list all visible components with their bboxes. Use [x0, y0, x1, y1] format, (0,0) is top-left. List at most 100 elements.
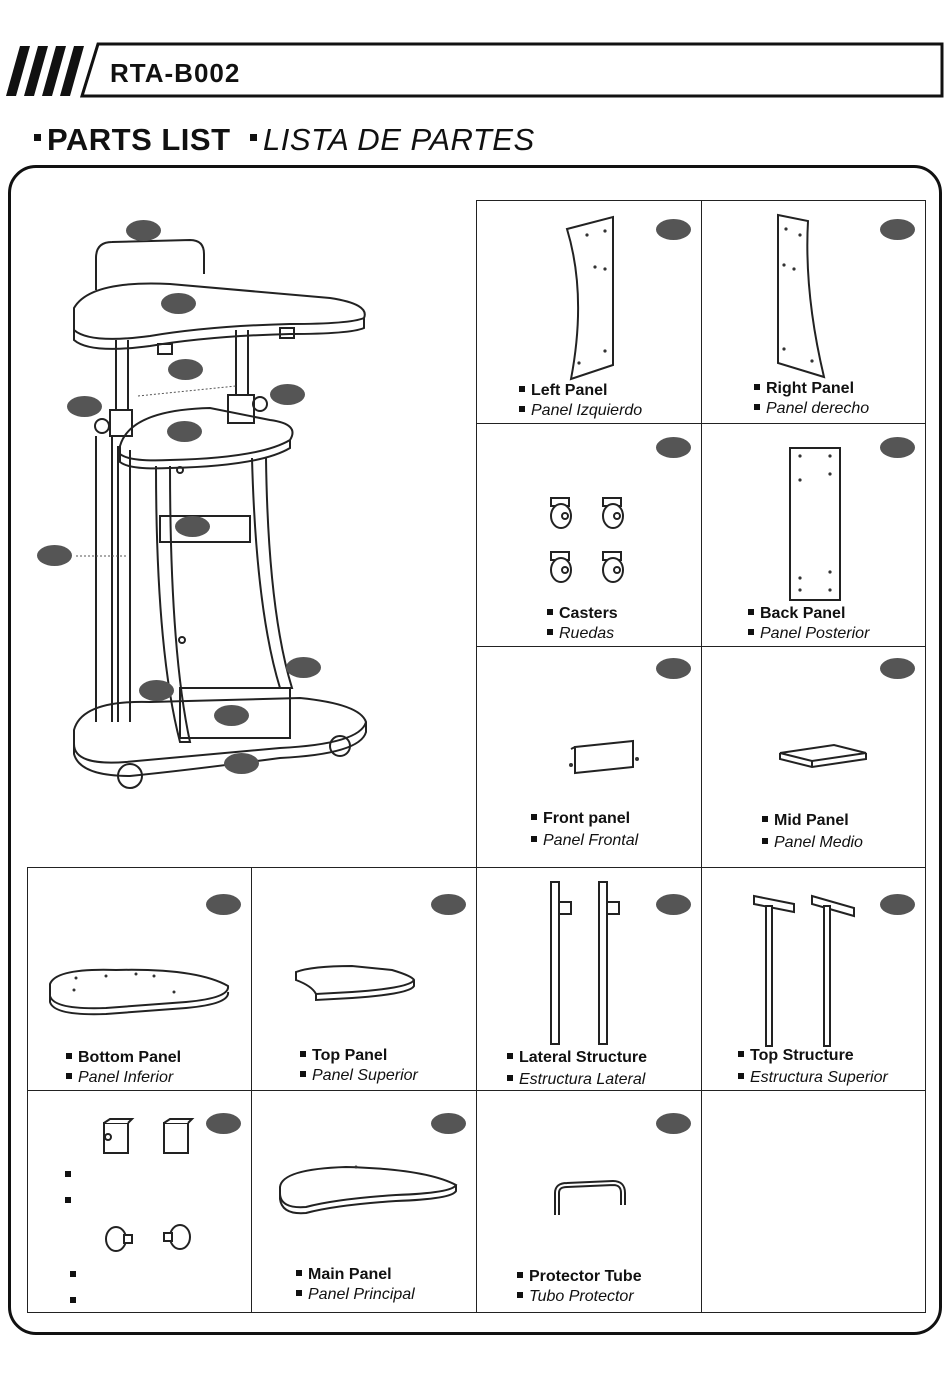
bullet-icon — [748, 628, 754, 635]
part-label: Bottom Panel Panel Inferior — [66, 1048, 181, 1088]
part-cell-casters: Casters Ruedas — [476, 423, 702, 647]
assembly-marker — [224, 753, 259, 774]
assembly-marker — [67, 396, 102, 417]
part-cell-protector-tube: Protector Tube Tubo Protector — [476, 1090, 702, 1313]
part-name-es: Panel Superior — [312, 1067, 418, 1084]
parts-list-title-text: PARTS LIST — [47, 122, 231, 157]
part-name-es: Panel derecho — [766, 400, 870, 417]
lista-de-partes-title-text: LISTA DE PARTES — [263, 122, 535, 157]
part-name-es: Panel Principal — [308, 1286, 415, 1303]
part-marker — [656, 219, 691, 240]
bullet-icon — [738, 1050, 744, 1057]
bullet-icon — [531, 813, 537, 820]
back-panel-icon — [789, 447, 841, 601]
bullet-icon — [762, 837, 768, 844]
bullet-icon — [70, 1271, 76, 1277]
assembly-marker — [168, 359, 203, 380]
front-panel-icon — [569, 739, 639, 775]
part-name-en: Lateral Structure — [519, 1049, 648, 1066]
bullet-icon — [547, 608, 553, 615]
bullet-icon — [250, 134, 257, 142]
part-name-en: Main Panel — [308, 1266, 392, 1283]
part-cell-hardware — [27, 1090, 252, 1313]
part-label: Back Panel Panel Posterior — [748, 604, 869, 644]
bullet-icon — [300, 1070, 306, 1077]
part-marker — [880, 437, 915, 458]
bullet-icon — [65, 1171, 71, 1177]
part-name-es: Panel Medio — [774, 834, 863, 851]
assembly-marker — [126, 220, 161, 241]
part-label: Front panel Panel Frontal — [531, 809, 638, 851]
bullet-icon — [531, 835, 537, 842]
part-cell-back-panel: Back Panel Panel Posterior — [701, 423, 926, 647]
part-label: Top Panel Panel Superior — [300, 1046, 418, 1086]
assembly-marker — [175, 516, 210, 537]
part-name-es: Estructura Superior — [750, 1069, 888, 1086]
lateral-structure-icon — [550, 881, 620, 1045]
part-name-en: Protector Tube — [529, 1268, 642, 1285]
connector-blocks-icon — [103, 1118, 195, 1154]
part-name-en: Front panel — [543, 810, 631, 827]
mid-panel-icon — [779, 743, 867, 769]
part-name-es: Estructura Lateral — [519, 1071, 646, 1088]
part-name-es: Panel Inferior — [78, 1069, 174, 1086]
part-label: Lateral Structure Estructura Lateral — [507, 1048, 647, 1090]
part-cell-front-panel: Front panel Panel Frontal — [476, 646, 702, 868]
parts-list-title: PARTS LIST — [34, 122, 231, 158]
part-marker — [206, 894, 241, 915]
bullet-icon — [754, 383, 760, 390]
left-panel-icon — [565, 215, 614, 381]
parts-frame — [8, 165, 942, 1335]
assembly-marker — [167, 421, 202, 442]
bullet-icon — [296, 1269, 302, 1276]
part-name-en: Top Panel — [312, 1047, 388, 1064]
protector-tube-icon — [554, 1179, 626, 1215]
part-cell-mid-panel: Mid Panel Panel Medio — [701, 646, 926, 868]
part-name-en: Mid Panel — [774, 812, 849, 829]
model-number: RTA-B002 — [110, 58, 241, 88]
bullet-icon — [738, 1072, 744, 1079]
bullet-icon — [507, 1052, 513, 1059]
part-label: Right Panel Panel derecho — [754, 379, 869, 419]
part-marker — [656, 437, 691, 458]
part-name-es: Ruedas — [559, 625, 615, 642]
part-name-en: Bottom Panel — [78, 1049, 182, 1066]
part-name-en: Top Structure — [750, 1047, 854, 1064]
part-cell-top-structure: Top Structure Estructura Superior — [701, 867, 926, 1091]
part-label: Top Structure Estructura Superior — [738, 1046, 888, 1088]
bullet-icon — [296, 1289, 302, 1296]
part-name-en: Right Panel — [766, 380, 855, 397]
part-name-es: Panel Frontal — [543, 832, 639, 849]
bullet-icon — [762, 815, 768, 822]
part-name-en: Casters — [559, 605, 618, 622]
right-panel-icon — [777, 213, 826, 379]
main-panel-icon — [279, 1165, 458, 1215]
bullet-icon — [519, 385, 525, 392]
part-cell-right-panel: Right Panel Panel derecho — [701, 200, 926, 424]
lista-de-partes-title: LISTA DE PARTES — [250, 122, 535, 158]
bullet-icon — [748, 608, 754, 615]
bullet-icon — [65, 1197, 71, 1203]
part-name-es: Panel Posterior — [760, 625, 870, 642]
part-marker — [880, 894, 915, 915]
part-label: Casters Ruedas — [547, 604, 618, 644]
bullet-icon — [34, 134, 41, 142]
bullet-icon — [517, 1271, 523, 1278]
part-label: Mid Panel Panel Medio — [762, 811, 863, 853]
part-cell-top-panel: Top Panel Panel Superior — [251, 867, 477, 1091]
part-marker — [431, 894, 466, 915]
part-label: Left Panel Panel Izquierdo — [519, 381, 642, 421]
bullet-icon — [66, 1052, 72, 1059]
part-name-en: Back Panel — [760, 605, 846, 622]
part-cell-bottom-panel: Bottom Panel Panel Inferior — [27, 867, 252, 1091]
part-marker — [880, 658, 915, 679]
bullet-icon — [754, 403, 760, 410]
part-marker — [880, 219, 915, 240]
part-name-es: Tubo Protector — [529, 1288, 634, 1305]
assembly-drawing — [73, 238, 368, 789]
part-label: Main Panel Panel Principal — [296, 1265, 415, 1305]
assembly-marker — [214, 705, 249, 726]
part-name-es: Panel Izquierdo — [531, 402, 643, 419]
knob-screws-icon — [105, 1224, 191, 1252]
bullet-icon — [507, 1074, 513, 1081]
